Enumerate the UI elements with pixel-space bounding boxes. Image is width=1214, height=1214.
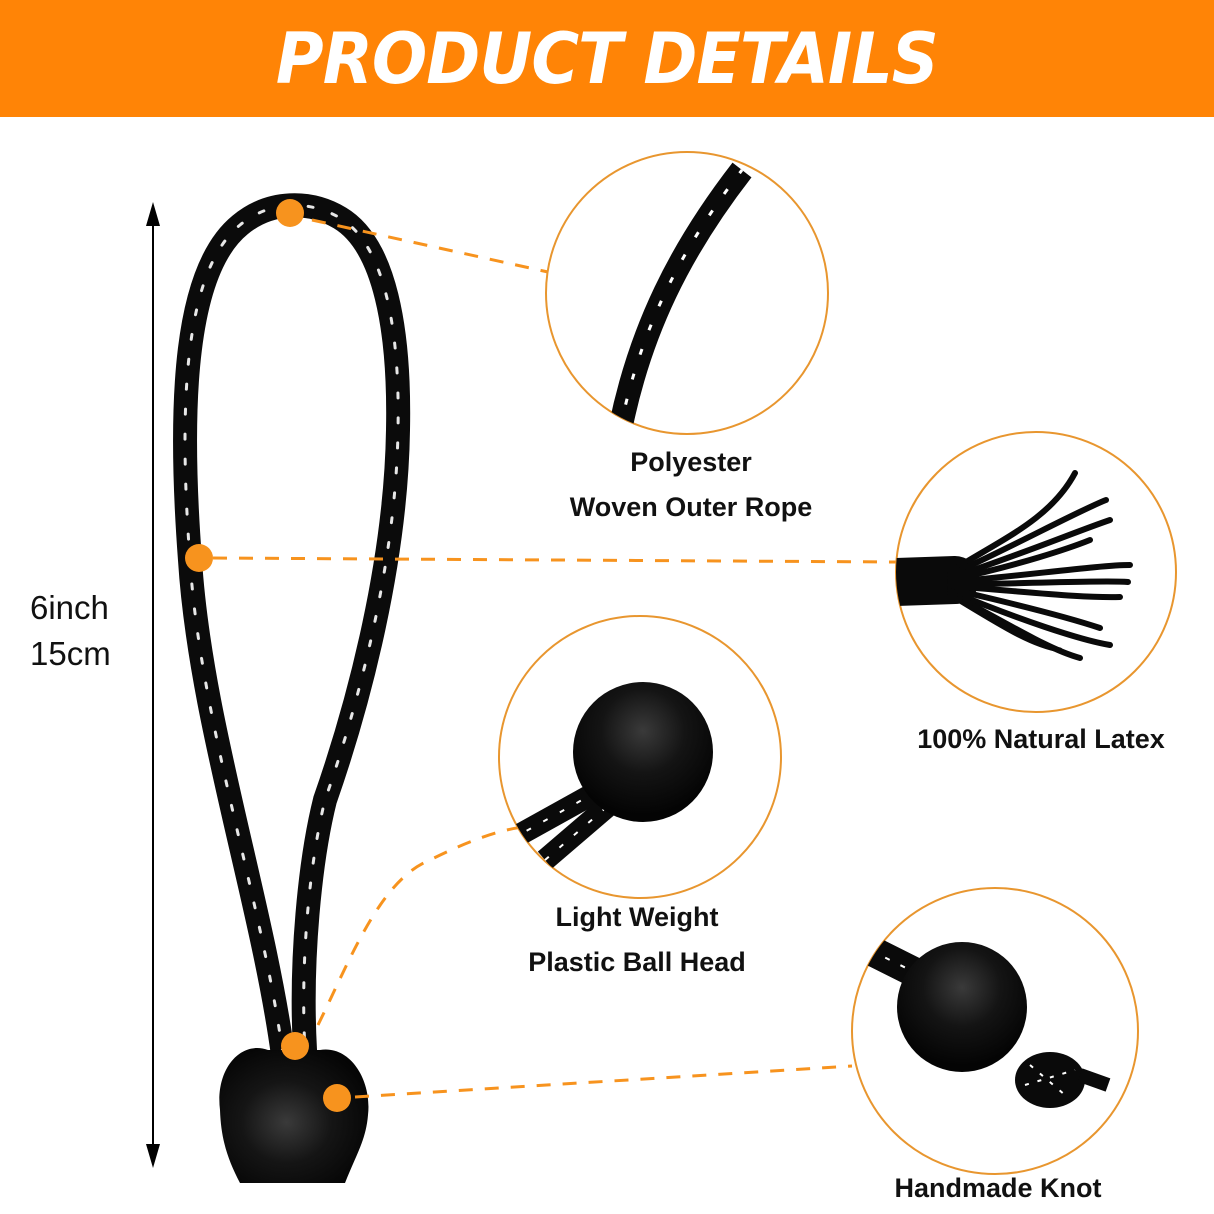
callout-label-latex: 100% Natural Latex: [917, 724, 1165, 754]
callout-dot-ballhead: [281, 1032, 309, 1060]
page-title: PRODUCT DETAILS: [276, 17, 939, 100]
callout-label-ballhead: Light Weight Plastic Ball Head: [528, 902, 746, 977]
bungee-cord-image: [173, 193, 411, 1183]
header-banner: PRODUCT DETAILS: [0, 0, 1214, 117]
callout-circle-ballhead: [498, 615, 782, 899]
callout-dot-latex: [185, 544, 213, 572]
connector-knot: [354, 1064, 853, 1099]
callout-label-knot: Handmade Knot: [894, 1173, 1102, 1203]
dimension-arrow-icon: [146, 202, 160, 1168]
connector-lines: [212, 218, 897, 1099]
dimension-inch: 6inch: [30, 589, 109, 626]
connector-latex: [212, 556, 897, 564]
connector-rope: [311, 218, 549, 274]
callout-dot-rope: [276, 199, 304, 227]
dimension-label: 6inch 15cm: [30, 585, 111, 677]
callout-circle-rope: [545, 151, 829, 435]
callout-label-rope: Polyester Woven Outer Rope: [569, 447, 813, 522]
connector-ballhead: [316, 825, 524, 1026]
callout-circle-knot: [851, 887, 1139, 1175]
dimension-cm: 15cm: [30, 635, 111, 672]
callout-circle-latex: [895, 431, 1177, 713]
callout-dot-knot: [323, 1084, 351, 1112]
